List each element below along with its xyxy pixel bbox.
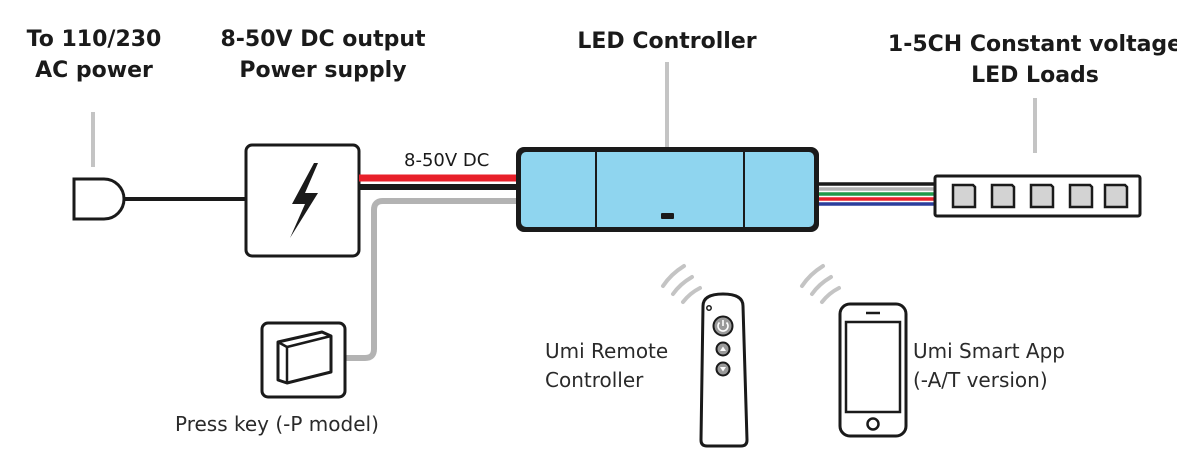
wireless-signal-icon — [800, 264, 841, 304]
ac-power-label: To 110/230 AC power — [26, 27, 162, 83]
led-strip-icon — [933, 174, 1142, 218]
dc-wire-label: 8-50V DC — [404, 150, 490, 171]
power-supply-box — [244, 143, 361, 258]
led-controller-icon — [516, 147, 819, 232]
dc-wires — [359, 174, 518, 190]
remote-control-icon — [699, 292, 749, 448]
remote-label: Umi Remote Controller — [545, 339, 669, 392]
led-loads-label: 1-5CH Constant voltage LED Loads — [887, 32, 1177, 88]
wireless-signal-icon — [661, 264, 702, 304]
lightning-bolt-icon — [290, 163, 318, 238]
output-channel-wires — [819, 182, 937, 206]
smartphone-icon — [838, 302, 908, 438]
led-chips — [951, 183, 1129, 209]
app-label: Umi Smart App (-A/T version) — [913, 339, 1065, 392]
press-key-wire — [345, 198, 518, 361]
ac-plug-icon — [72, 177, 126, 221]
press-key-switch-icon — [260, 321, 347, 399]
led-controller-label: LED Controller — [577, 29, 757, 54]
power-supply-label: 8-50V DC output Power supply — [220, 27, 426, 83]
press-key-label: Press key (-P model) — [175, 412, 379, 436]
leader-lines — [91, 62, 1037, 167]
